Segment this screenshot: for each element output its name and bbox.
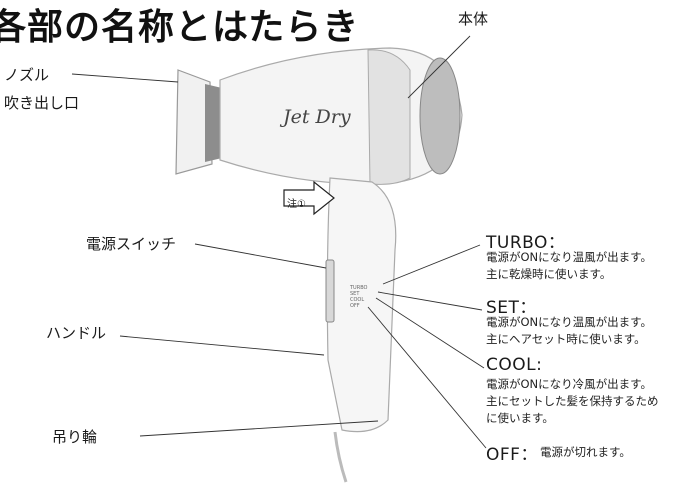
mode-off-desc: 電源が切れます。 — [540, 444, 631, 461]
label-power-switch: 電源スイッチ — [86, 235, 177, 253]
note-arrow — [283, 180, 335, 216]
switch-position-labels: TURBO SET COOL OFF — [350, 285, 367, 309]
switch-mark: TURBO — [350, 285, 368, 291]
handle-shape — [326, 177, 397, 433]
mode-cool-name: COOL: — [486, 355, 543, 375]
mode-off-name: OFF： — [486, 445, 538, 465]
desc-line: 電源がONになり温風が出ます。 — [486, 250, 653, 264]
label-hanging-ring: 吊り輪 — [52, 428, 98, 446]
cord — [333, 431, 348, 483]
body-band — [367, 49, 411, 185]
note-marker: 注① — [287, 199, 306, 210]
label-nozzle: ノズル — [4, 66, 50, 84]
desc-line: 主にヘアセット時に使います。 — [486, 332, 646, 346]
outlet-shape — [205, 84, 222, 162]
page-title: 各部の名称とはたらき — [0, 7, 360, 48]
label-outlet: 吹き出し口 — [4, 94, 80, 112]
switch-mark: SET — [350, 291, 360, 297]
desc-line: 主に乾燥時に使います。 — [486, 267, 612, 281]
desc-line: 主にセットした髪を保持するため — [486, 394, 659, 408]
label-handle: ハンドル — [46, 324, 107, 342]
rear-vent — [419, 57, 461, 175]
mode-set-desc: 電源がONになり温風が出ます。 主にヘアセット時に使います。 — [486, 314, 652, 348]
mode-set-name: SET： — [486, 298, 537, 318]
desc-line: 電源がONになり温風が出ます。 — [486, 315, 653, 329]
desc-line: に使います。 — [486, 411, 554, 425]
switch-mark: OFF — [350, 303, 360, 309]
brand-logo: Jet Dry — [283, 106, 351, 128]
mode-turbo-desc: 電源がONになり温風が出ます。 主に乾燥時に使います。 — [486, 249, 652, 283]
power-switch-slider — [325, 259, 335, 323]
mode-cool-desc: 電源がONになり冷風が出ます。 主にセットした髪を保持するため に使います。 — [486, 376, 659, 427]
nozzle-shape — [175, 69, 213, 175]
desc-line: 電源がONになり冷風が出ます。 — [486, 377, 653, 391]
desc-line: 電源が切れます。 — [540, 445, 631, 459]
label-body: 本体 — [458, 10, 489, 28]
switch-mark: COOL — [350, 297, 365, 303]
mode-turbo-name: TURBO： — [486, 233, 566, 253]
